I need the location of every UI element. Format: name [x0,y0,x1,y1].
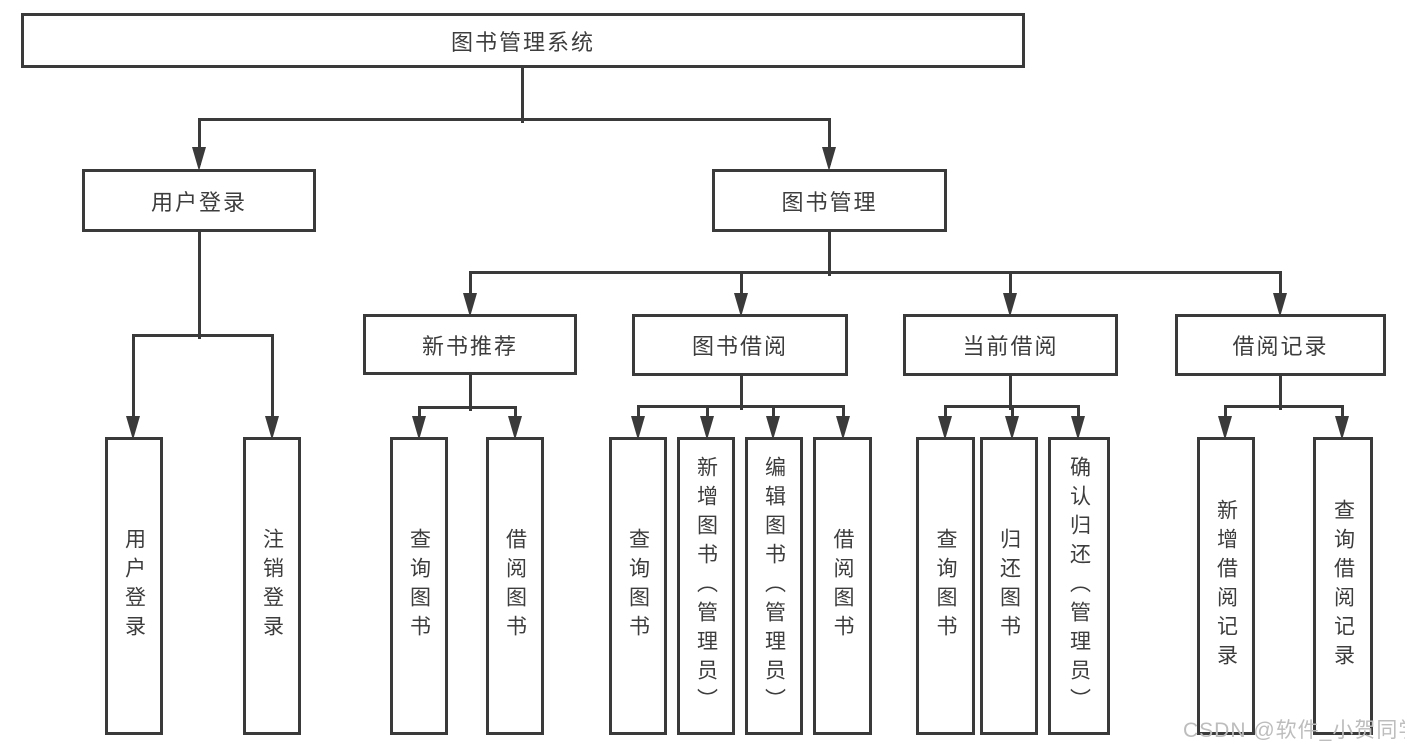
watermark: CSDN @软件_小贺同学 [1183,719,1405,742]
node-leaf-return-books: 归还图书 [980,437,1038,735]
node-leaf-borrow-books-2: 借阅图书 [813,437,872,735]
connector-line [131,333,274,337]
node-leaf-query-books-1: 查询图书 [390,437,448,735]
node-borrow-records: 借阅记录 [1175,314,1386,376]
connector-line [270,333,274,432]
node-leaf-add-borrow-record: 新增借阅记录 [1197,437,1255,735]
arrow-down-icon [734,293,748,317]
arrow-down-icon [412,416,426,440]
arrow-down-icon [265,416,279,440]
node-leaf-logout: 注销登录 [243,437,301,735]
connector-line [1008,374,1012,410]
arrow-down-icon [126,416,140,440]
arrow-down-icon [463,293,477,317]
arrow-down-icon [631,416,645,440]
arrow-down-icon [1005,416,1019,440]
connector-line [1278,270,1282,310]
node-leaf-confirm-return: 确认归还（管理员） [1048,437,1110,735]
arrow-down-icon [1273,293,1287,317]
connector-line [739,270,743,310]
connector-line [1008,270,1012,310]
arrow-down-icon [508,416,522,440]
connector-line [468,270,472,310]
arrow-down-icon [1335,416,1349,440]
node-leaf-query-books-2: 查询图书 [609,437,667,735]
connector-line [417,405,517,409]
node-new-book-recommend: 新书推荐 [363,314,577,375]
node-book-management: 图书管理 [712,169,947,232]
connector-line [197,117,201,165]
arrow-down-icon [1218,416,1232,440]
arrow-down-icon [822,147,836,171]
arrow-down-icon [938,416,952,440]
connector-line [1278,374,1282,410]
node-current-borrow: 当前借阅 [903,314,1118,376]
connector-line [1223,404,1344,408]
node-book-borrow: 图书借阅 [632,314,848,376]
arrow-down-icon [766,416,780,440]
connector-line [827,230,831,276]
connector-line [468,373,472,411]
connector-line [739,374,743,410]
arrow-down-icon [192,147,206,171]
node-leaf-query-books-3: 查询图书 [916,437,975,735]
node-leaf-borrow-books-1: 借阅图书 [486,437,544,735]
connector-line [197,230,201,339]
connector-line [131,333,135,432]
connector-line [636,404,845,408]
connector-line [520,66,524,123]
arrow-down-icon [1071,416,1085,440]
node-leaf-add-books: 新增图书（管理员） [677,437,735,735]
node-leaf-login: 用户登录 [105,437,163,735]
arrow-down-icon [836,416,850,440]
connector-line [468,270,1282,274]
arrow-down-icon [1003,293,1017,317]
node-root: 图书管理系统 [21,13,1025,68]
node-leaf-query-borrow-record: 查询借阅记录 [1313,437,1373,735]
node-leaf-edit-books: 编辑图书（管理员） [745,437,803,735]
connector-line [197,117,831,121]
arrow-down-icon [700,416,714,440]
node-user-login: 用户登录 [82,169,316,232]
connector-line [827,117,831,165]
